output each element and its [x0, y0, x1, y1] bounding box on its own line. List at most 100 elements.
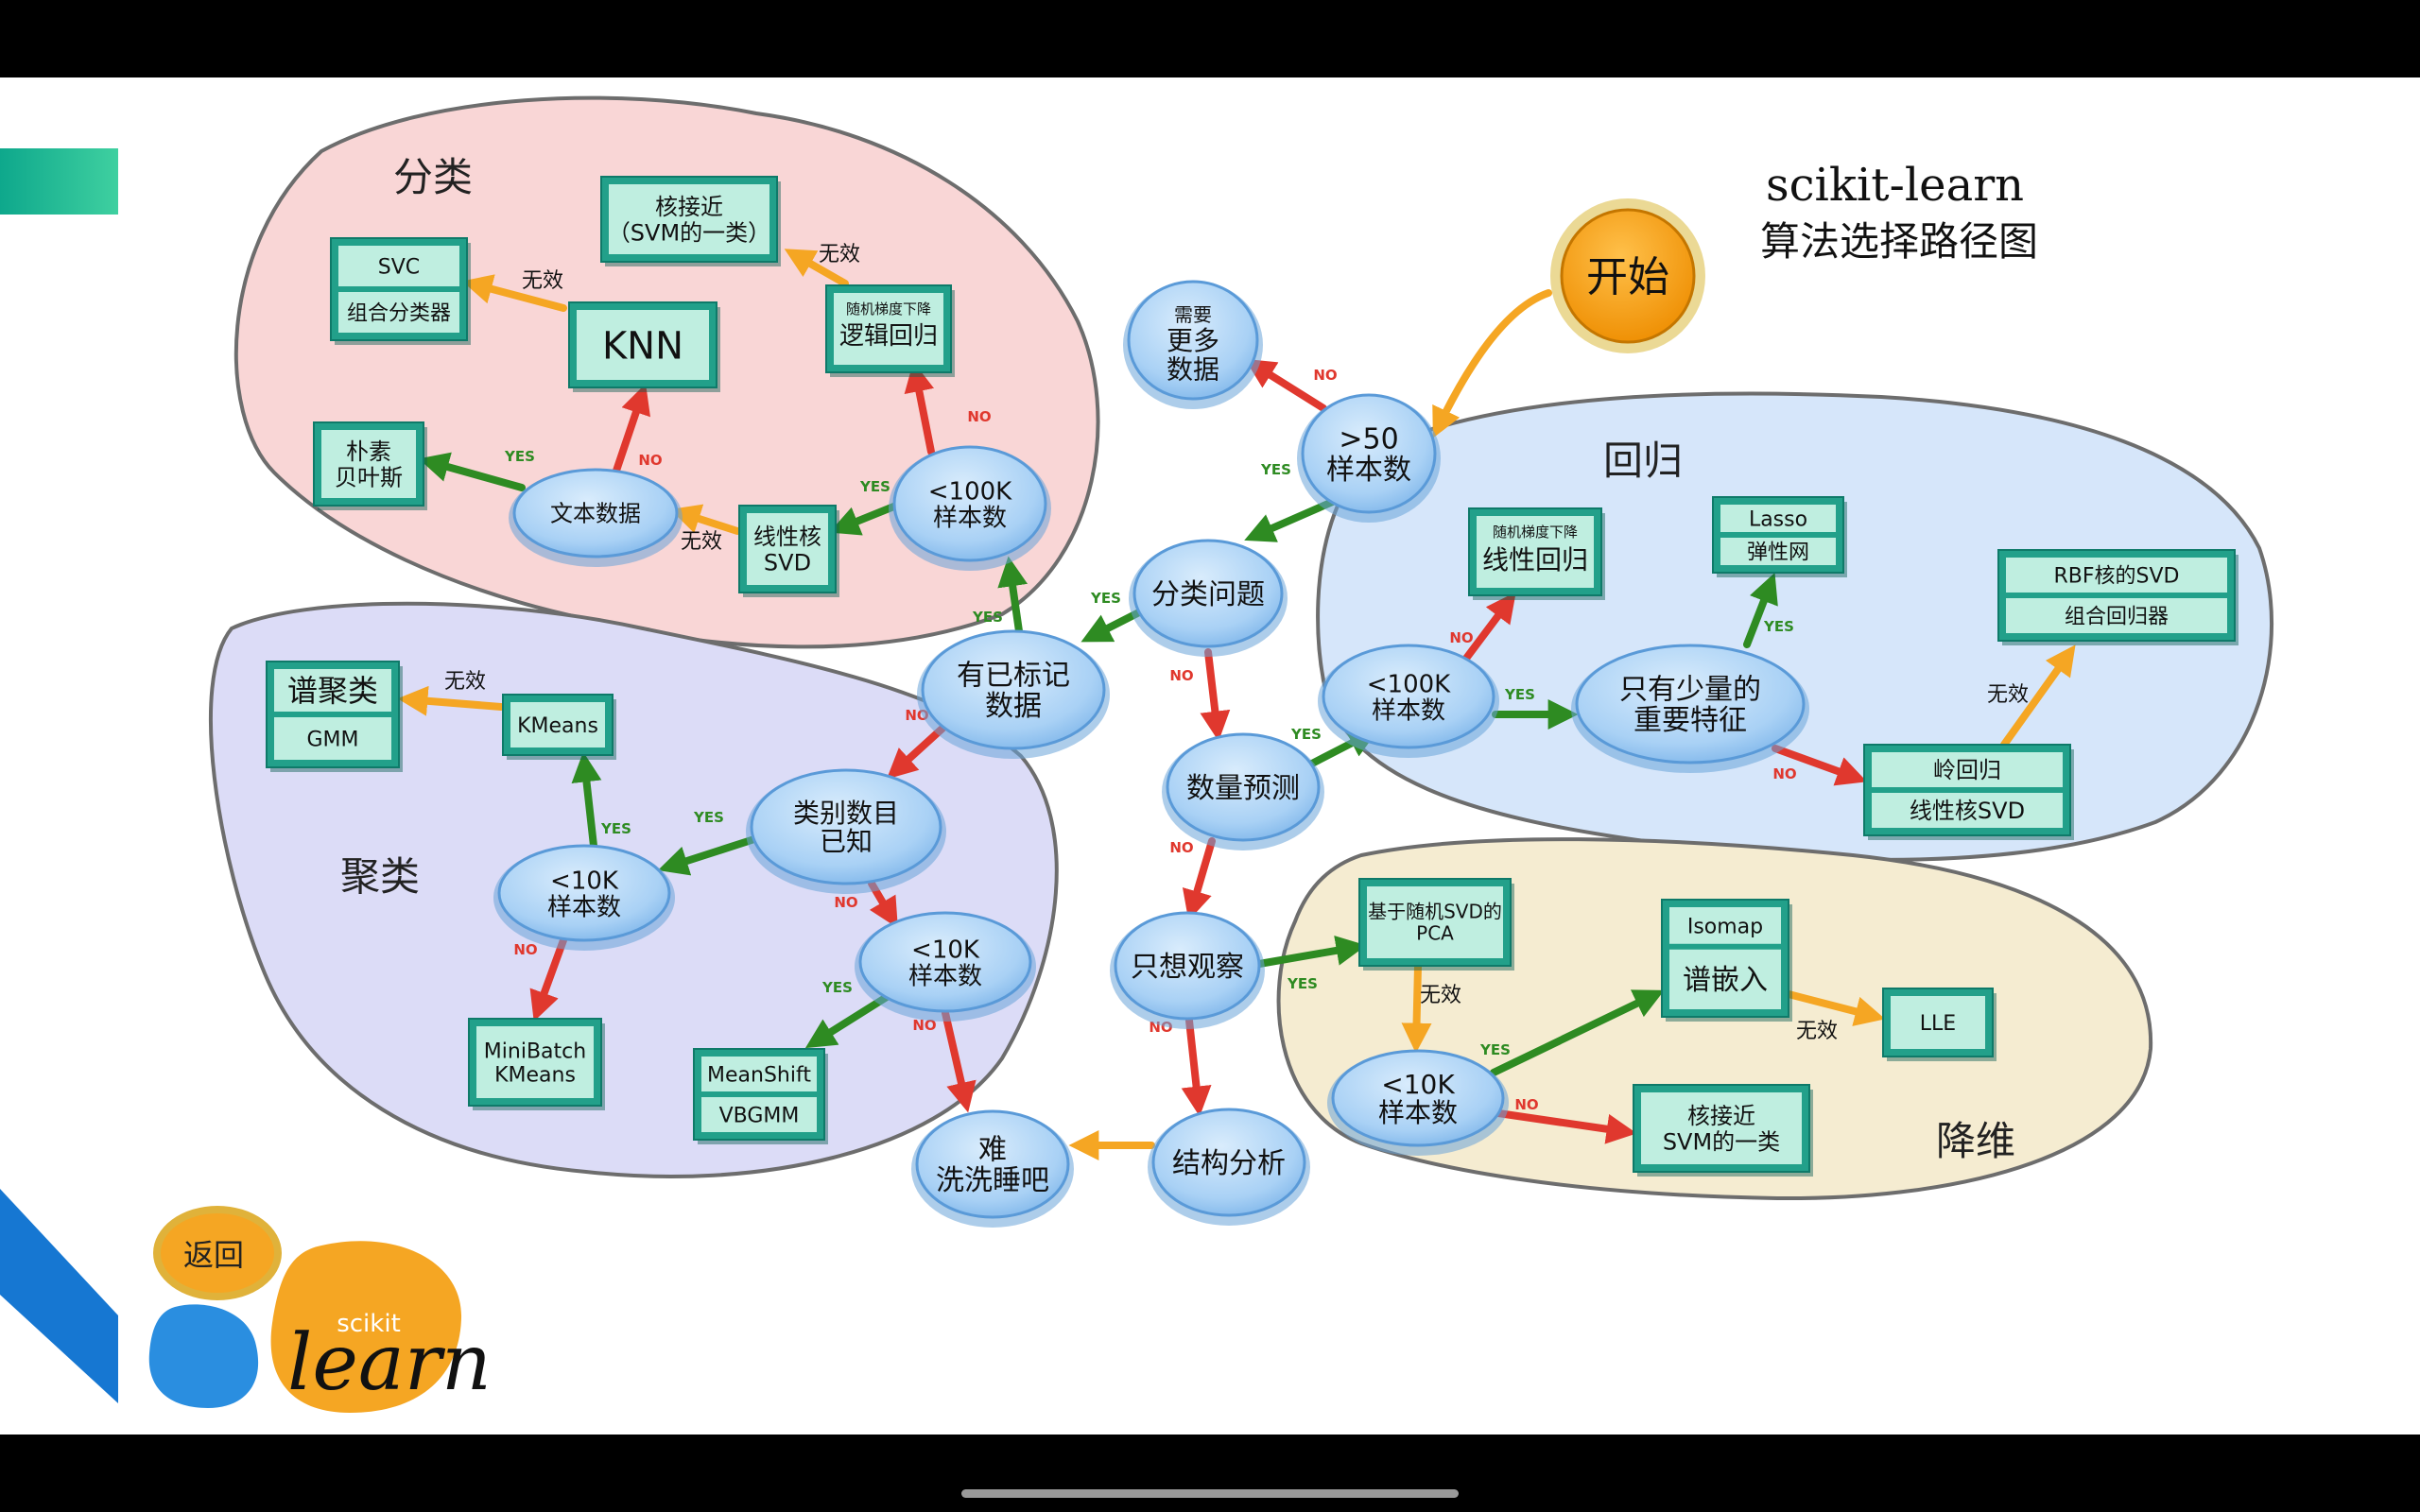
edge-label-fail-29: 无效 [1987, 683, 2029, 707]
region-label-regression: 回归 [1603, 438, 1683, 484]
arrow-fail-15 [669, 504, 741, 535]
edge-label-yes-12: YES [859, 478, 890, 495]
decision-observe: 只想观察 [1110, 911, 1265, 1029]
decision-text-data-line-1: 文本数据 [550, 501, 641, 527]
arrow-no-5 [1200, 648, 1231, 742]
decision-clu-lt10k-a-line-2: 样本数 [547, 893, 621, 921]
edge-label-yes-27: YES [1763, 618, 1794, 635]
estimator-linear-svc-line-2: SVD [764, 549, 811, 576]
estimator-knn: KNN [568, 301, 720, 392]
arrow-no-13 [904, 361, 935, 455]
estimator-ridge-row-1: 岭回归 [1933, 757, 2001, 783]
decision-reg-lt100k-line-1: <100K [1367, 670, 1451, 698]
estimator-kmeans-line-1: KMeans [517, 714, 598, 738]
arrows [397, 249, 2076, 1160]
arrow-yes-16 [418, 452, 526, 491]
region-label-clustering: 聚类 [340, 853, 420, 900]
arrow-no-12 [886, 722, 949, 780]
decision-observe-line-1: 只想观察 [1131, 951, 1244, 984]
estimator-spectral-gmm-row-2: GMM [306, 728, 358, 751]
decision-few-features-line-1: 只有少量的 [1619, 674, 1761, 707]
arrow-fail-32 [1401, 962, 1432, 1054]
estimator-minibatch-line-2: KMeans [494, 1064, 576, 1088]
decision-need-more-line-2: 更多 [1167, 325, 1219, 356]
decision-gt50-line-1: >50 [1339, 423, 1398, 456]
decision-cat-known-line-1: 类别数目 [793, 798, 899, 829]
region-label-dim-reduction: 降维 [1936, 1118, 2015, 1164]
estimator-isomap-row-1: Isomap [1687, 915, 1763, 938]
edge-label-no-25: NO [1449, 629, 1473, 646]
estimator-random-pca-line-2: PCA [1416, 922, 1454, 945]
estimator-meanshift-row-2: VBGMM [719, 1104, 800, 1127]
arrow-fail-1 [1432, 289, 1552, 438]
arrow-no-7 [1182, 837, 1216, 921]
arrow-fail-18 [461, 274, 567, 312]
edge-label-yes-26: YES [1504, 686, 1535, 703]
edge-label-fail-30: 无效 [1420, 984, 1461, 1007]
edge-label-no-11: NO [967, 408, 991, 425]
estimator-kernel-approx-dim-line-2: SVM的一类 [1663, 1128, 1780, 1155]
edge-label-fail-13: 无效 [681, 530, 722, 554]
estimator-spectral-gmm: 谱聚类 GMM [266, 661, 403, 772]
estimator-sgd-logistic-small: 随机梯度下降 [846, 301, 931, 318]
logo-blue-blob [148, 1304, 259, 1408]
estimator-sgd-linear-main: 线性回归 [1482, 544, 1588, 576]
arrow-fail-19 [784, 249, 849, 287]
edge-label-yes-18: YES [693, 809, 724, 826]
edge-label-yes-2: YES [1260, 461, 1291, 478]
arrow-no-23 [529, 936, 567, 1022]
arrow-yes-14 [829, 502, 900, 536]
estimator-ridge-row-2: 线性核SVD [1910, 798, 2025, 824]
edge-label-fail-22: 无效 [444, 670, 486, 694]
logo-text-big: learn [287, 1318, 492, 1408]
estimator-lasso-row-1: Lasso [1749, 507, 1807, 531]
arrow-yes-8 [1255, 936, 1367, 968]
edge-label-no-32: NO [1514, 1096, 1538, 1113]
estimator-kmeans: KMeans [502, 694, 616, 760]
arrow-yes-22 [571, 751, 602, 850]
estimator-lle-line-1: LLE [1920, 1012, 1956, 1036]
logo-text-small: scikit [337, 1310, 401, 1338]
start-node[interactable]: 开始 [1550, 198, 1705, 353]
start-label: 开始 [1586, 253, 1669, 301]
decision-reg-lt100k-line-2: 样本数 [1372, 696, 1445, 725]
decision-clu-lt10k-b-line-1: <10K [911, 936, 980, 964]
arrow-no-9 [1181, 1017, 1212, 1117]
decision-predict-qty: 数量预测 [1162, 732, 1324, 850]
estimator-rbf-svd-row-2: 组合回归器 [2065, 605, 2169, 628]
arrow-yes-3 [1244, 497, 1339, 542]
arrow-no-17 [613, 383, 651, 474]
bottom-letterbox [0, 1435, 2420, 1512]
arrow-fail-35 [1785, 990, 1886, 1026]
edge-label-fail-17: 无效 [819, 243, 860, 266]
decision-clu-lt10k-b-line-2: 样本数 [908, 962, 982, 990]
estimator-spectral-gmm-row-1: 谱聚类 [287, 673, 378, 709]
arrow-fail-24 [397, 685, 505, 716]
estimator-random-pca-line-1: 基于随机SVD的 [1368, 901, 1502, 923]
edge-label-yes-14: YES [504, 448, 535, 465]
home-indicator[interactable] [961, 1489, 1459, 1498]
decision-labeled-line-1: 有已标记 [957, 660, 1070, 693]
estimator-kernel-approx-cls: 核接近（SVM的一类） [600, 176, 781, 266]
edge-label-no-19: NO [834, 894, 857, 911]
edge-label-fail-16: 无效 [522, 269, 563, 293]
back-button[interactable]: 返回 [153, 1206, 282, 1300]
decision-need-more-line-1: 需要 [1174, 303, 1212, 326]
edge-label-no-28: NO [1772, 765, 1796, 782]
